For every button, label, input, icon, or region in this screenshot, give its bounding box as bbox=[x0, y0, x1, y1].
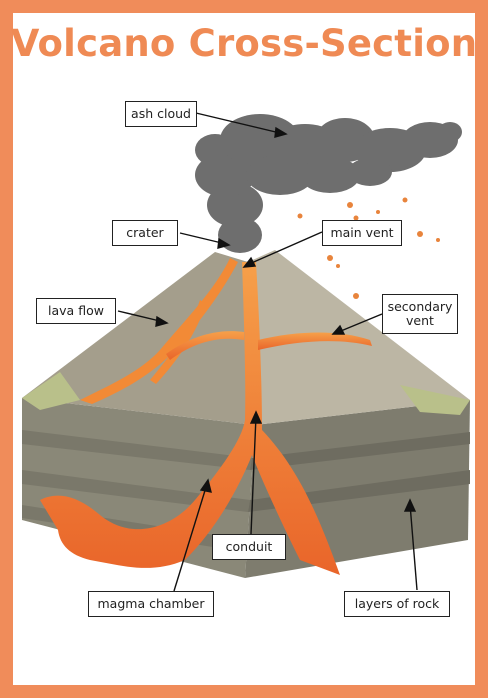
label-ash-cloud: ash cloud bbox=[125, 101, 197, 127]
label-conduit: conduit bbox=[212, 534, 286, 560]
label-layers-of-rock: layers of rock bbox=[344, 591, 450, 617]
mountain-left-slope bbox=[22, 252, 255, 425]
magma-system bbox=[40, 262, 372, 575]
label-lava-flow: lava flow bbox=[36, 298, 116, 324]
page-title: Volcano Cross-Section bbox=[10, 22, 478, 65]
label-secondary-vent: secondary vent bbox=[382, 294, 458, 334]
grass-patches bbox=[22, 372, 470, 415]
leader-lines bbox=[117, 112, 418, 592]
lava-flow-shape bbox=[80, 258, 238, 404]
label-crater: crater bbox=[112, 220, 178, 246]
ash-cloud-shape bbox=[195, 114, 462, 253]
volcanic-debris bbox=[297, 197, 440, 299]
label-secondary-vent-line2: vent bbox=[406, 313, 434, 328]
label-magma-chamber: magma chamber bbox=[88, 591, 214, 617]
label-main-vent: main vent bbox=[322, 220, 402, 246]
label-secondary-vent-line1: secondary bbox=[387, 298, 453, 314]
